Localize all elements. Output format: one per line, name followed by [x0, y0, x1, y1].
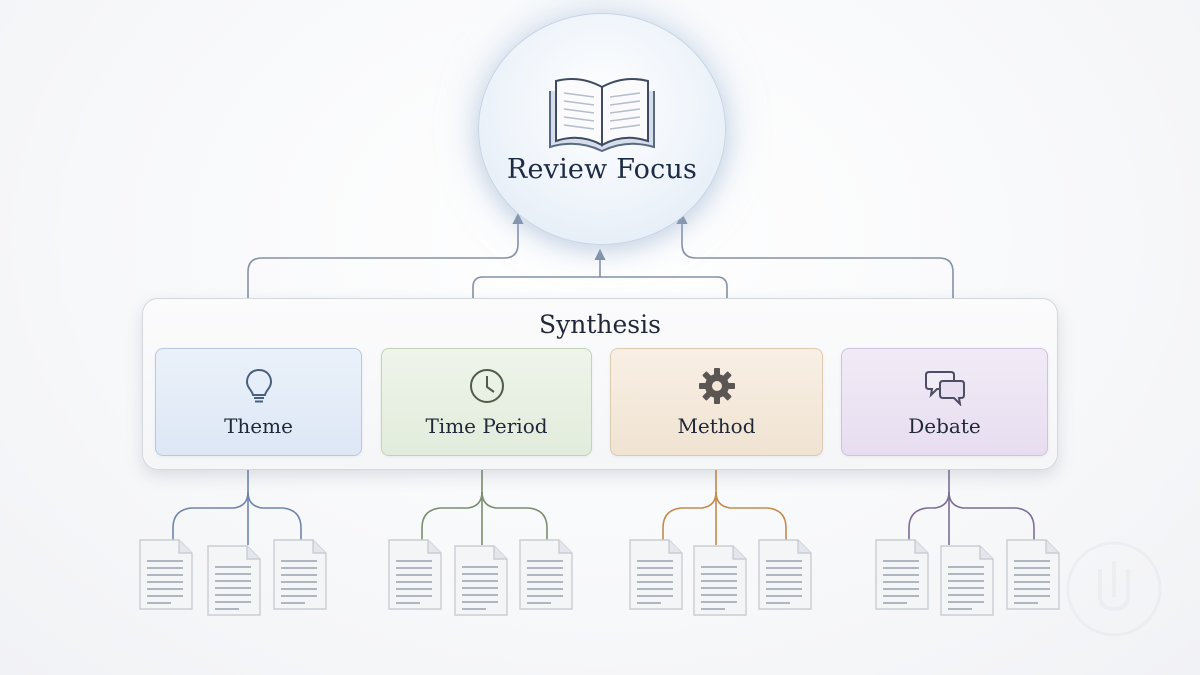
- arrow-left: [247, 212, 524, 298]
- document-connector: [247, 491, 302, 540]
- document-icon: [873, 537, 931, 612]
- document-icon: [1004, 537, 1062, 612]
- category-label: Time Period: [425, 414, 548, 438]
- category-card-theme: Theme: [155, 348, 362, 456]
- synthesis-title: Synthesis: [539, 310, 661, 339]
- document-icon: [756, 537, 814, 612]
- document-icon: [452, 543, 510, 618]
- category-label: Debate: [908, 414, 981, 438]
- category-label: Theme: [224, 414, 293, 438]
- document-connector: [908, 491, 950, 540]
- arrow-center-bracket: [472, 276, 728, 298]
- document-icon: [205, 543, 263, 618]
- document-icon: [386, 537, 444, 612]
- document-icon: [938, 543, 996, 618]
- document-connector: [662, 491, 717, 540]
- synthesis-panel: Synthesis Theme Time Period: [142, 298, 1058, 470]
- review-focus-node: Review Focus: [478, 13, 726, 245]
- document-icon: [691, 543, 749, 618]
- document-connector: [421, 491, 483, 540]
- speech-bubbles-icon: [924, 371, 965, 406]
- category-card-time-period: Time Period: [381, 348, 592, 456]
- arrow-right: [676, 212, 954, 298]
- lightbulb-icon: [245, 368, 272, 403]
- document-icon: [137, 537, 195, 612]
- document-connector: [481, 491, 548, 540]
- document-icon: [271, 537, 329, 612]
- category-label: Method: [677, 414, 756, 438]
- document-icon: [627, 537, 685, 612]
- clock-icon: [469, 369, 504, 403]
- category-card-debate: Debate: [841, 348, 1048, 456]
- document-icon: [517, 537, 575, 612]
- category-card-method: Method: [610, 348, 823, 456]
- review-focus-title: Review Focus: [506, 154, 698, 185]
- open-book-icon: [549, 78, 655, 153]
- document-connector: [948, 491, 1035, 540]
- watermark-logo: [1066, 541, 1162, 637]
- document-connector: [172, 491, 249, 540]
- gear-icon: [698, 368, 735, 404]
- document-connector: [715, 491, 787, 540]
